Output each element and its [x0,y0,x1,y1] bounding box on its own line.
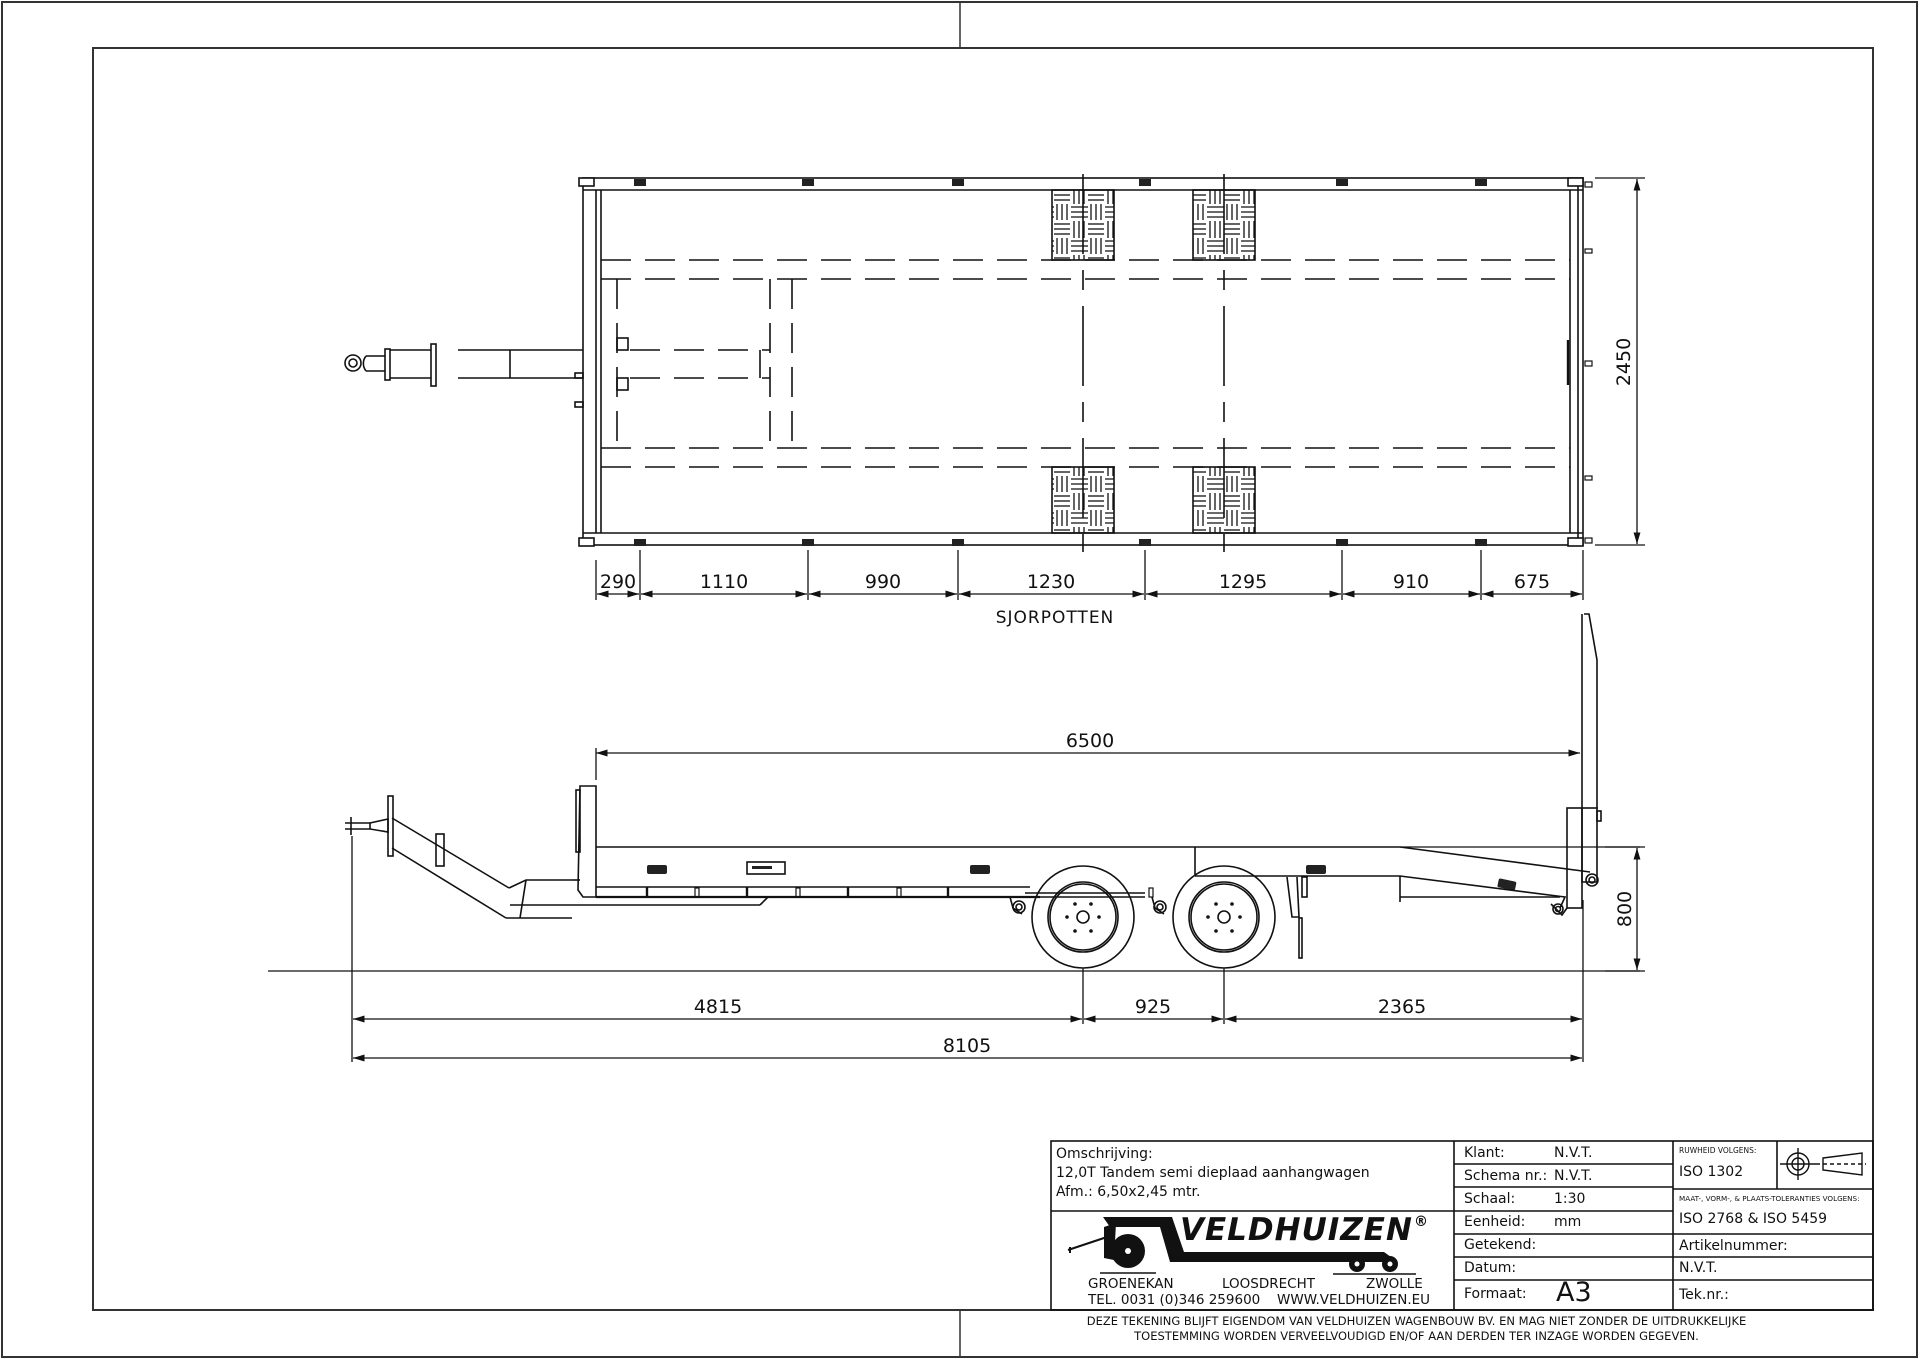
top-view-dimension-labels: 290 1110 990 1230 1295 910 675 SJORPOTTE… [600,338,1635,628]
description-label: Omschrijving: [1056,1146,1153,1162]
sjorpotten-label: SJORPOTTEN [996,608,1115,628]
location-groenekan: GROENEKAN [1088,1276,1174,1292]
dim-675: 675 [1514,571,1550,593]
logo-text: VELDHUIZEN [1180,1212,1413,1248]
drawing-nr-label: Tek.nr.: [1679,1287,1729,1303]
side-view [268,613,1640,972]
dim-2450: 2450 [1613,338,1635,386]
field-getekend-label: Getekend: [1464,1237,1537,1253]
top-view-dimensions [595,177,1645,600]
wheel-front [1031,865,1135,969]
field-schaal-value: 1:30 [1554,1191,1586,1207]
dim-925: 925 [1135,996,1171,1018]
tolerance-value: ISO 2768 & ISO 5459 [1679,1211,1828,1227]
article-label: Artikelnummer: [1679,1238,1788,1254]
registered-mark: ® [1414,1214,1428,1230]
wheel-rear [1172,865,1276,969]
field-eenheid-label: Eenheid: [1464,1214,1526,1230]
dim-1110: 1110 [700,571,748,593]
title-block-frame [1050,1140,1874,1311]
dim-4815: 4815 [694,996,742,1018]
company-phone: TEL. 0031 (0)346 259600 [1088,1292,1261,1308]
dim-6500: 6500 [1066,730,1114,752]
dim-910: 910 [1393,571,1429,593]
field-klant-value: N.V.T. [1554,1145,1593,1161]
company-website: WWW.VELDHUIZEN.EU [1277,1292,1431,1308]
dim-1230: 1230 [1027,571,1075,593]
roughness-label: RUWHEID VOLGENS: [1679,1146,1757,1155]
roughness-value: ISO 1302 [1679,1164,1744,1180]
location-loosdrecht: LOOSDRECHT [1222,1276,1315,1292]
projection-symbol-icon [1780,1148,1866,1180]
disclaimer-line2: TOESTEMMING WORDEN VERVEELVOUDIGD EN/OF … [1134,1329,1699,1343]
field-klant-label: Klant: [1464,1145,1505,1161]
dim-8105: 8105 [943,1035,991,1057]
veldhuizen-logo-icon [1067,1217,1416,1275]
side-view-dimension-labels: 6500 4815 925 2365 8105 800 [694,730,1636,1057]
description-block: Omschrijving: 12,0T Tandem semi dieplaad… [1056,1145,1370,1202]
field-schaal-label: Schaal: [1464,1191,1516,1207]
field-formaat-value: A3 [1556,1277,1592,1308]
disclaimer-line1: DEZE TEKENING BLIJFT EIGENDOM VAN VELDHU… [1086,1314,1747,1328]
dim-2365: 2365 [1378,996,1426,1018]
field-schema-label: Schema nr.: [1464,1168,1548,1184]
field-eenheid-value: mm [1554,1214,1582,1230]
description-line1: 12,0T Tandem semi dieplaad aanhangwagen [1056,1165,1370,1181]
top-view [344,174,1593,552]
location-zwolle: ZWOLLE [1366,1276,1423,1292]
field-schema-value: N.V.T. [1554,1168,1593,1184]
field-datum-label: Datum: [1464,1260,1517,1276]
disclaimer: DEZE TEKENING BLIJFT EIGENDOM VAN VELDHU… [960,1314,1873,1344]
tolerance-label: MAAT-, VORM-, & PLAATS-TOLERANTIES VOLGE… [1679,1194,1860,1203]
field-formaat-label: Formaat: [1464,1286,1527,1302]
dim-1295: 1295 [1219,571,1267,593]
dim-990: 990 [865,571,901,593]
article-value: N.V.T. [1679,1260,1718,1276]
dim-800: 800 [1614,891,1636,927]
dim-290: 290 [600,571,636,593]
description-line2: Afm.: 6,50x2,45 mtr. [1056,1184,1201,1200]
side-view-dimensions [351,748,1645,1062]
